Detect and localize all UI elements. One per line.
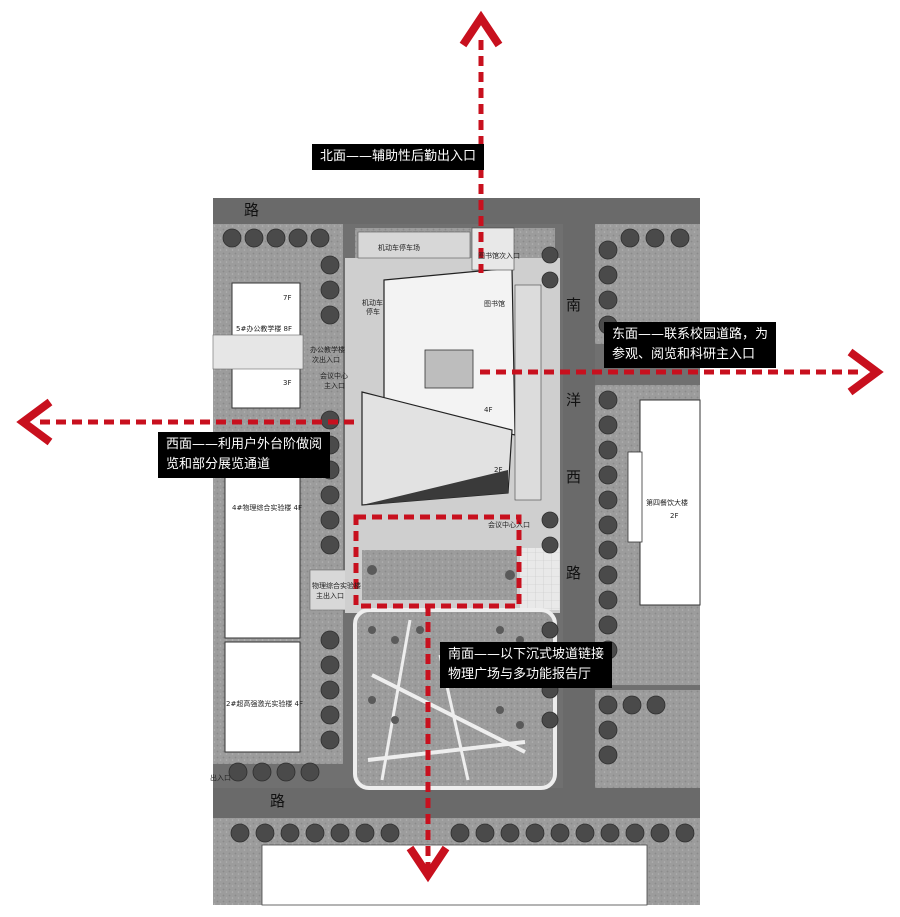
south-arrowhead (406, 845, 450, 883)
office-3f-label: 3F (283, 379, 291, 387)
south-road-label: 路 (270, 792, 285, 810)
physics-building-label: 4#物理综合实验楼 4F (232, 503, 302, 512)
office-building-label: 5#办公教学楼 8F (236, 324, 292, 333)
south-callout: 南面——以下沉式坡道链接 物理广场与多功能报告厅 (440, 642, 613, 688)
plaza-shrubs (367, 565, 524, 729)
conference-entrance-label: 会议中心 (320, 371, 348, 380)
physics-entrance-label-2: 主出入口 (316, 591, 344, 600)
paved-tiles (520, 548, 560, 610)
south-callout-line-1: 南面——以下沉式坡道链接 (448, 647, 605, 662)
library-dark-wedge (362, 470, 508, 505)
south-road (213, 788, 700, 818)
library-2f-label: 2F (494, 466, 502, 474)
conference-south-label: 会议中心入口 (488, 520, 530, 529)
east-callout: 东面——联系校园道路，为 参观、阅览和科研主入口 (604, 322, 777, 368)
west-arrowhead (16, 398, 53, 446)
library-label: 图书馆 (484, 299, 505, 308)
motor-parking (357, 231, 471, 259)
laser-building (224, 641, 301, 753)
motor-parking-label: 机动车停车场 (378, 243, 420, 252)
east-arrowhead (847, 348, 884, 396)
office-stairs (212, 334, 304, 370)
conference-entrance-label-2: 主入口 (324, 381, 345, 390)
west-callout: 西面——利用户外台阶做阅 览和部分展览通道 (158, 432, 331, 478)
library-4f-label: 4F (484, 406, 492, 414)
office-secondary-entrance-label: 次出入口 (312, 355, 340, 364)
north-road-label: 路 (244, 201, 259, 219)
east-road-label-1: 南 (566, 296, 581, 314)
north-arrowhead (459, 10, 503, 48)
library-atrium (424, 349, 474, 389)
west-callout-line-2: 览和部分展览通道 (166, 457, 271, 472)
physics-entrance-label-1: 物理综合实验楼 (312, 581, 361, 590)
north-callout: 北面——辅助性后勤出入口 (312, 144, 485, 170)
physics-building (224, 469, 301, 639)
bike-parking-label-2: 停车 (366, 307, 380, 316)
canteen-floors-label: 2F (670, 512, 678, 520)
east-road (563, 224, 595, 788)
north-callout-text: 北面——辅助性后勤出入口 (320, 149, 477, 164)
east-road-label-3: 西 (566, 468, 581, 486)
library-east-strip (514, 284, 542, 501)
plaza-path (367, 740, 526, 762)
east-road-label-2: 洋 (566, 391, 581, 409)
courtyard-edge (362, 530, 517, 550)
bike-parking-label-1: 机动车 (362, 298, 383, 307)
laser-building-label: 2#超高强激光实验楼 4F (226, 699, 303, 708)
south-entrance-label: 出入口 (210, 773, 231, 782)
tree-rows (222, 228, 695, 843)
office-7f-label: 7F (283, 294, 291, 302)
library-secondary-entrance-label: 图书馆次入口 (478, 251, 520, 260)
canteen-wing (627, 451, 643, 543)
east-road-label-4: 路 (566, 564, 581, 582)
canteen-label: 第四餐饮大楼 (646, 498, 688, 507)
south-building (261, 844, 648, 906)
library-north-court (471, 227, 515, 271)
sunken-courtyard-highlight (353, 514, 522, 609)
west-callout-line-1: 西面——利用户外台阶做阅 (166, 437, 323, 452)
east-callout-line-2: 参观、阅览和科研主入口 (612, 347, 756, 362)
east-callout-line-1: 东面——联系校园道路，为 (612, 327, 769, 342)
south-callout-line-2: 物理广场与多功能报告厅 (448, 667, 592, 682)
north-road (213, 198, 700, 224)
office-main-entrance-label: 办公教学楼 (310, 345, 345, 354)
plaza-path (380, 619, 412, 781)
